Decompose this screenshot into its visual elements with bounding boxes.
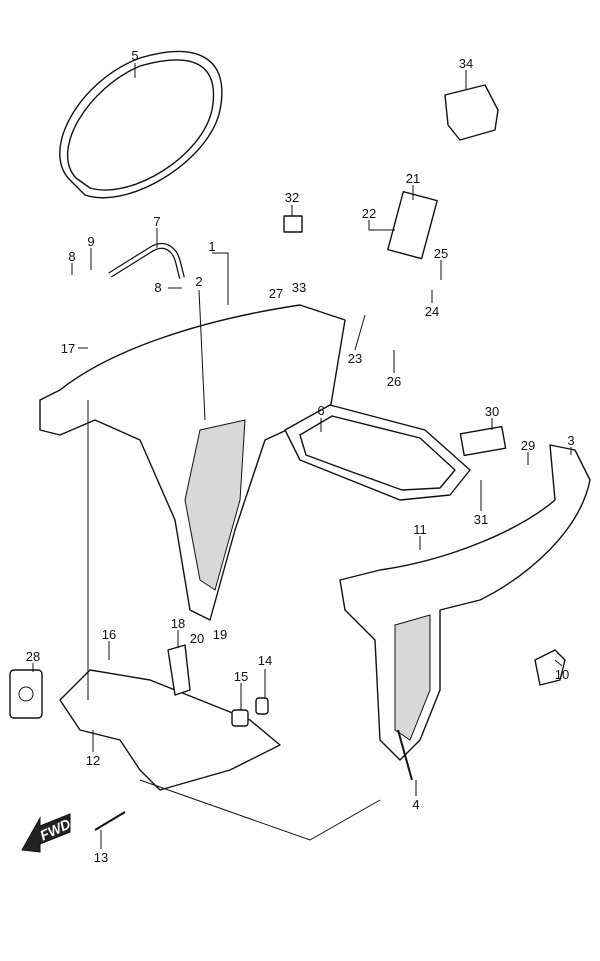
callout-21: 21 xyxy=(406,171,420,186)
callout-32: 32 xyxy=(285,190,299,205)
collar-14 xyxy=(255,697,269,715)
fwd-label: FWD xyxy=(37,815,73,843)
callout-8-lower: 8 xyxy=(154,280,161,295)
callout-labels: 5 34 21 32 22 7 9 1 25 8 8 2 27 33 24 17… xyxy=(26,48,575,865)
callout-2: 2 xyxy=(195,274,202,289)
callout-16: 16 xyxy=(102,627,116,642)
callout-27: 27 xyxy=(269,286,283,301)
plug-34 xyxy=(444,84,499,141)
mount-12 xyxy=(59,669,281,791)
callout-14: 14 xyxy=(258,653,272,668)
callout-31: 31 xyxy=(474,512,488,527)
callout-4: 4 xyxy=(412,797,419,812)
callout-33: 33 xyxy=(292,280,306,295)
seal-belt-5 xyxy=(59,50,223,199)
side-cover-3-inner xyxy=(394,614,431,741)
part-drawings xyxy=(9,50,591,831)
callout-9: 9 xyxy=(87,234,94,249)
callout-3: 3 xyxy=(567,433,574,448)
callout-15: 15 xyxy=(234,669,248,684)
callout-25: 25 xyxy=(434,246,448,261)
bracket-30 xyxy=(459,425,507,457)
callout-28: 28 xyxy=(26,649,40,664)
callout-22: 22 xyxy=(362,206,376,221)
callout-19: 19 xyxy=(213,627,227,642)
side-cover-1 xyxy=(39,304,346,621)
grommet-28-hole xyxy=(18,686,34,702)
callout-26: 26 xyxy=(387,374,401,389)
callout-12: 12 xyxy=(86,753,100,768)
callout-24: 24 xyxy=(425,304,439,319)
leader-lines xyxy=(32,63,572,849)
cushion-15 xyxy=(231,709,249,727)
side-cover-3 xyxy=(339,444,591,761)
callout-18: 18 xyxy=(171,616,185,631)
callout-10: 10 xyxy=(555,667,569,682)
callout-20: 20 xyxy=(190,631,204,646)
callout-7: 7 xyxy=(153,214,160,229)
side-cover-1-inner xyxy=(184,419,246,591)
callout-8-upper: 8 xyxy=(68,249,75,264)
callout-5: 5 xyxy=(131,48,138,63)
grommet-10 xyxy=(534,649,566,686)
callout-29: 29 xyxy=(521,438,535,453)
hose-7-inner xyxy=(109,244,184,279)
cushion-28 xyxy=(9,669,43,719)
callout-34: 34 xyxy=(459,56,473,71)
callout-13: 13 xyxy=(94,850,108,865)
plate-18 xyxy=(167,644,191,696)
callout-6: 6 xyxy=(317,403,324,418)
seal-6 xyxy=(284,404,471,501)
forward-direction-arrow: FWD xyxy=(21,813,73,853)
callout-23: 23 xyxy=(348,351,362,366)
callout-30: 30 xyxy=(485,404,499,419)
callout-17: 17 xyxy=(61,341,75,356)
bolt-13 xyxy=(94,811,126,831)
bolt-4 xyxy=(397,729,413,781)
cushion-32 xyxy=(283,215,303,233)
callout-11: 11 xyxy=(413,522,427,537)
callout-1: 1 xyxy=(208,239,215,254)
bracket-21 xyxy=(387,190,438,260)
